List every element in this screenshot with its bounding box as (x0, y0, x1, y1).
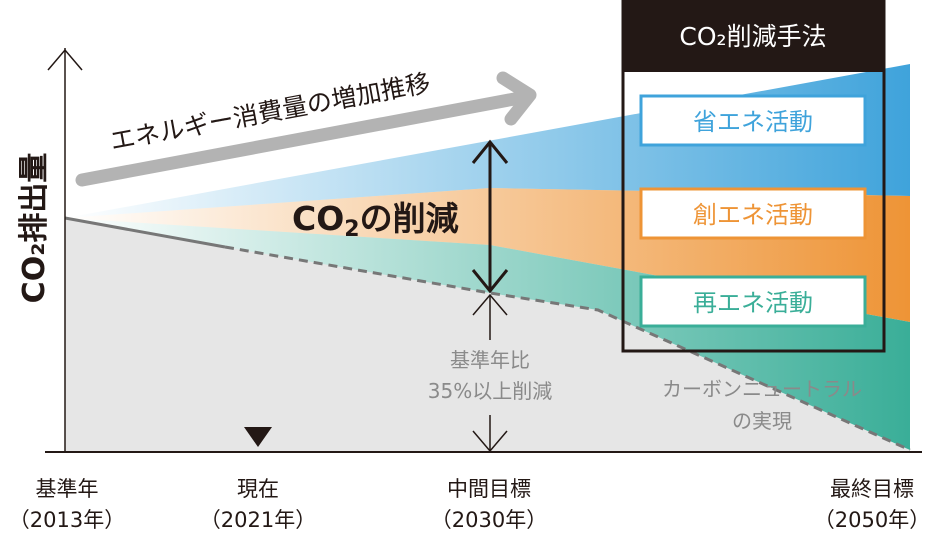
methods-box: CO₂削減手法 省エネ活動 創エネ活動 再エネ活動 (621, 0, 886, 353)
timeline-current-year: （2021年） (200, 508, 316, 532)
timeline-final-label: 最終目標 (830, 477, 914, 501)
y-axis-arrowhead (47, 48, 83, 71)
target-note-line1: 基準年比 (450, 348, 530, 372)
timeline-base-year: （2013年） (9, 508, 125, 532)
method-energy-saving-label: 省エネ活動 (693, 108, 813, 136)
neutral-note-line1: カーボンニュートラル (662, 377, 862, 401)
trend-arrowhead (496, 71, 537, 126)
method-energy-creation (639, 187, 867, 240)
current-marker-triangle (244, 427, 272, 447)
reduction-label: CO2の削減 (292, 199, 459, 242)
timeline-mid-label: 中間目標 (447, 477, 531, 501)
projected-emission-line (224, 245, 911, 452)
reduction-arrowhead-up (471, 139, 509, 164)
reduction-arrowhead-down (471, 269, 509, 294)
target-note-line2: 35%以上削減 (428, 379, 552, 403)
target-arrowhead-down (472, 430, 508, 453)
methods-box-title: CO₂削減手法 (679, 22, 826, 51)
renewable-energy-band (65, 218, 910, 450)
trend-arrow (75, 90, 532, 187)
method-energy-saving (639, 94, 867, 147)
timeline-current-label: 現在 (237, 477, 279, 501)
method-renewable-energy-label: 再エネ活動 (693, 289, 813, 317)
actual-emission-line (64, 216, 226, 249)
timeline-final-year: （2050年） (814, 508, 930, 532)
neutral-note-line2: の実現 (732, 409, 792, 433)
target-arrowhead-up (472, 293, 508, 316)
methods-box-header (622, 0, 885, 72)
emission-area (65, 218, 910, 452)
y-axis-label: CO₂排出量 (17, 153, 52, 304)
methods-box-border (621, 0, 886, 353)
timeline-base-label: 基準年 (36, 477, 99, 501)
method-energy-creation-label: 創エネ活動 (693, 201, 813, 229)
timeline-mid-year: （2030年） (431, 508, 547, 532)
method-renewable-energy (639, 275, 867, 328)
